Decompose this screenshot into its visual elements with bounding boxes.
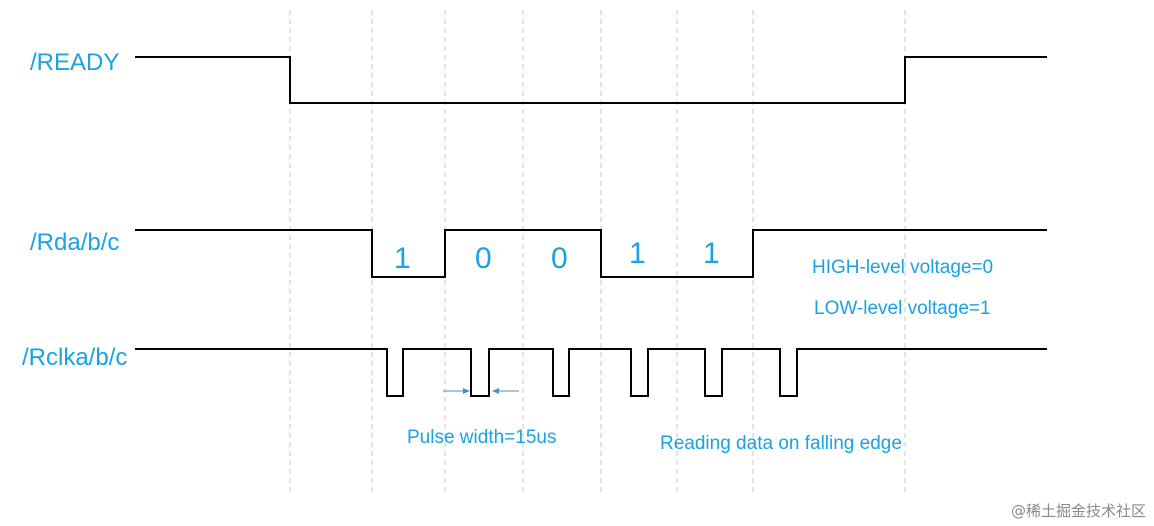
rclka-waveform (135, 348, 1047, 397)
high-level-note: HIGH-level voltage=0 (812, 257, 993, 278)
rclka-signal-label: /Rclka/b/c (22, 344, 127, 371)
rda-waveform (135, 229, 1047, 278)
reading-note: Reading data on falling edge (660, 433, 902, 454)
watermark: @稀土掘金技术社区 (1011, 502, 1146, 520)
bit-value: 1 (629, 237, 646, 270)
bit-value: 0 (551, 242, 568, 275)
rda-signal-label: /Rda/b/c (30, 229, 119, 256)
pulse-width-marker (443, 388, 519, 394)
bit-value: 1 (703, 237, 720, 270)
bit-value: 0 (475, 242, 492, 275)
low-level-note: LOW-level voltage=1 (814, 298, 991, 319)
arrowhead-left-icon (492, 388, 499, 394)
bit-value: 1 (394, 242, 411, 275)
arrowhead-right-icon (463, 388, 470, 394)
pulse-width-note: Pulse width=15us (407, 427, 556, 448)
gridlines (289, 10, 906, 492)
ready-signal-label: /READY (30, 49, 119, 76)
ready-waveform (135, 56, 1047, 104)
